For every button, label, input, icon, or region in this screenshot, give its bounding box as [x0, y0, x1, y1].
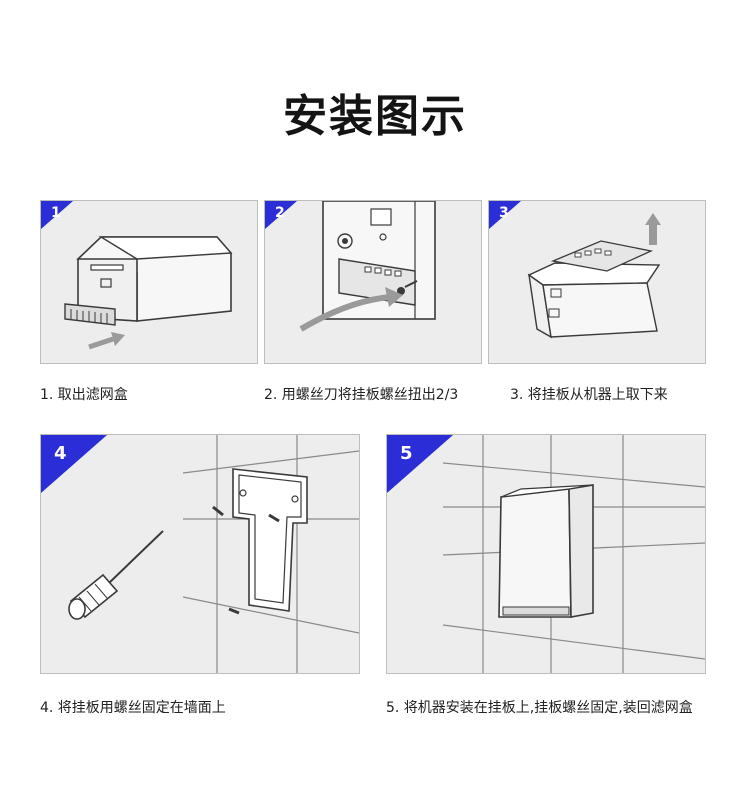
- step-1-illustration: [64, 236, 233, 350]
- step-2-caption: 2. 用螺丝刀将挂板螺丝扭出2/3: [264, 387, 459, 403]
- step-1-number: 1: [51, 205, 61, 221]
- step-1-caption: 1. 取出滤网盒: [40, 387, 128, 403]
- step-1-panel: 1: [40, 200, 258, 364]
- page-title: 安装图示: [283, 91, 467, 142]
- step-5-illustration: [442, 435, 705, 673]
- step-3-number: 3: [499, 205, 509, 221]
- step-2-badge: [265, 201, 297, 229]
- step-4-caption: 4. 将挂板用螺丝固定在墙面上: [40, 700, 226, 716]
- step-4-panel: 4: [40, 434, 360, 674]
- step-4-illustration: [68, 435, 359, 673]
- step-4-badge: [41, 435, 107, 493]
- step-3-caption: 3. 将挂板从机器上取下来: [510, 387, 668, 403]
- step-5-panel: 5: [386, 434, 706, 674]
- step-5-number: 5: [400, 443, 413, 464]
- step-3-illustration: [527, 213, 661, 339]
- step-4-number: 4: [54, 443, 67, 464]
- step-3-badge: [489, 201, 521, 229]
- step-2-panel: 2: [264, 200, 482, 364]
- step-5-caption: 5. 将机器安装在挂板上,挂板螺丝固定,装回滤网盒: [386, 700, 693, 716]
- step-2-number: 2: [275, 205, 285, 221]
- step-5-badge: [387, 435, 453, 493]
- step-1-badge: [41, 201, 73, 229]
- step-2-illustration: [299, 201, 436, 332]
- step-3-panel: 3: [488, 200, 706, 364]
